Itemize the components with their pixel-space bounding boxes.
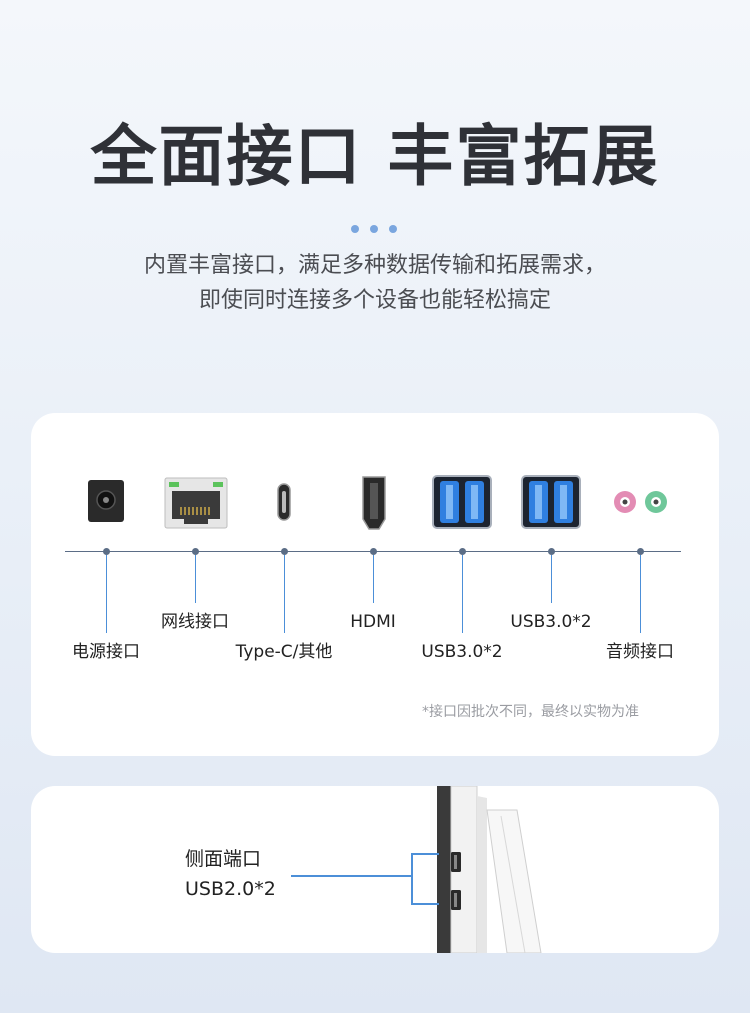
disclaimer-note: *接口因批次不同，最终以实物为准 xyxy=(422,704,639,720)
label-ethernet: 网线接口 xyxy=(161,612,229,632)
leader-line xyxy=(640,555,641,633)
rj45-icon xyxy=(164,477,228,533)
dot xyxy=(389,225,397,233)
side-label-spec: USB2.0*2 xyxy=(185,878,276,900)
label-audio: 音频接口 xyxy=(606,642,674,662)
usb3-dual-icon xyxy=(432,475,492,533)
label-power: 电源接口 xyxy=(72,642,140,662)
node xyxy=(459,548,466,555)
audio-jack-icon xyxy=(611,489,671,519)
usb3-dual-icon xyxy=(521,475,581,533)
leader-line xyxy=(106,555,107,633)
decorative-dots xyxy=(351,218,408,233)
hdmi-icon xyxy=(361,475,387,535)
subtitle-line-2: 即使同时连接多个设备也能轻松搞定 xyxy=(198,288,551,313)
power-jack-icon xyxy=(87,479,125,527)
page-title: 全面接口 丰富拓展 xyxy=(90,118,660,195)
monitor-side-illustration xyxy=(291,786,542,953)
node xyxy=(637,548,644,555)
dot xyxy=(351,225,359,233)
label-usb3-a: USB3.0*2 xyxy=(421,642,503,662)
leader-line xyxy=(373,555,374,603)
leader-line xyxy=(284,555,285,633)
subtitle-line-1: 内置丰富接口，满足多种数据传输和拓展需求， xyxy=(143,253,606,278)
leader-line xyxy=(462,555,463,633)
node xyxy=(192,548,199,555)
node xyxy=(103,548,110,555)
usb-c-icon xyxy=(277,483,291,525)
side-label-title: 侧面端口 xyxy=(185,848,262,870)
label-hdmi: HDMI xyxy=(350,612,396,632)
label-usb3-b: USB3.0*2 xyxy=(510,612,592,632)
side-ports-card: 侧面端口 USB2.0*2 xyxy=(31,786,719,953)
leader-line xyxy=(195,555,196,603)
label-typec: Type-C/其他 xyxy=(235,642,333,662)
dot xyxy=(370,225,378,233)
node xyxy=(548,548,555,555)
leader-line xyxy=(551,555,552,603)
node xyxy=(281,548,288,555)
node xyxy=(370,548,377,555)
ports-card: 电源接口 网线接口 Type-C/其他 HDMI USB3.0*2 USB3.0… xyxy=(31,413,719,756)
page-subtitle: 内置丰富接口，满足多种数据传输和拓展需求， 即使同时连接多个设备也能轻松搞定 xyxy=(0,248,750,318)
